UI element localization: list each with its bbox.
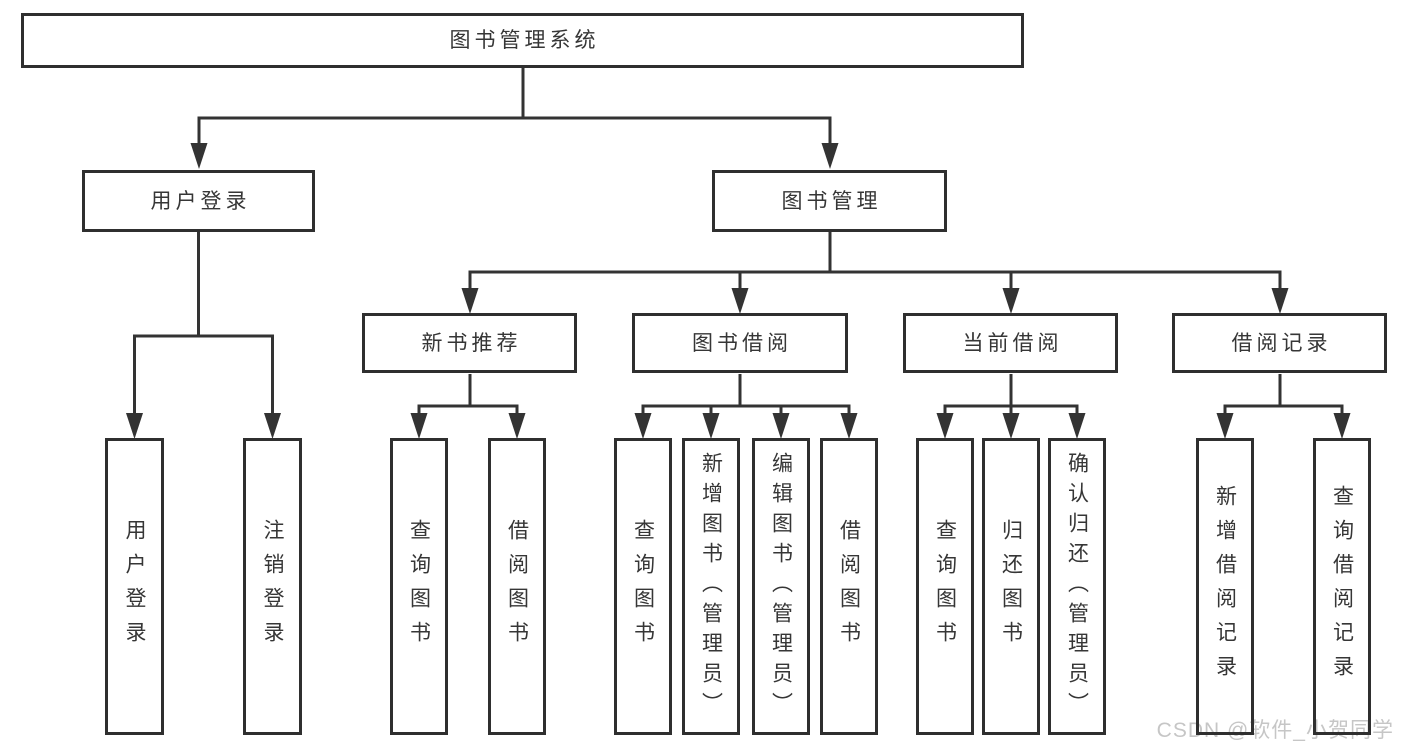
node-borrow-records: 借阅记录 — [1172, 313, 1387, 373]
leaf-rec-borrow-books: 借阅图书 — [488, 438, 546, 735]
leaf-borrow-query-books: 查询图书 — [614, 438, 672, 735]
leaf-borrow-query-books-label: 查询图书 — [631, 518, 655, 655]
leaf-add-book-admin-label: 新增图书（管理员） — [699, 451, 723, 722]
leaf-rec-query-books-label: 查询图书 — [407, 518, 431, 655]
leaf-user-login-label: 用户登录 — [123, 518, 146, 655]
node-book-mgmt-branch: 图书管理 — [712, 170, 947, 232]
leaf-add-borrow-record: 新增借阅记录 — [1196, 438, 1254, 735]
node-book-mgmt-branch-label: 图书管理 — [781, 189, 882, 213]
leaf-rec-borrow-books-label: 借阅图书 — [505, 518, 529, 655]
leaf-current-query-books-label: 查询图书 — [933, 518, 957, 655]
leaf-return-books: 归还图书 — [982, 438, 1040, 735]
node-book-borrow: 图书借阅 — [632, 313, 848, 373]
node-root-label: 图书管理系统 — [449, 29, 600, 52]
leaf-confirm-return-admin: 确认归还（管理员） — [1048, 438, 1106, 735]
node-current-borrow: 当前借阅 — [903, 313, 1118, 373]
leaf-rec-query-books: 查询图书 — [390, 438, 448, 735]
node-new-book-recommend-label: 新书推荐 — [421, 331, 522, 355]
leaf-logout-label: 注销登录 — [261, 518, 284, 655]
leaf-borrow-books-label: 借阅图书 — [837, 518, 861, 655]
leaf-user-login: 用户登录 — [105, 438, 164, 735]
node-current-borrow-label: 当前借阅 — [962, 331, 1063, 355]
node-book-borrow-label: 图书借阅 — [692, 331, 792, 355]
leaf-logout: 注销登录 — [243, 438, 302, 735]
csdn-watermark: CSDN @软件_小贺同学 — [1156, 719, 1394, 742]
node-root: 图书管理系统 — [21, 13, 1024, 68]
leaf-edit-book-admin-label: 编辑图书（管理员） — [769, 451, 793, 722]
leaf-borrow-books: 借阅图书 — [820, 438, 878, 735]
leaf-add-borrow-record-label: 新增借阅记录 — [1213, 484, 1237, 689]
leaf-query-borrow-record: 查询借阅记录 — [1313, 438, 1371, 735]
leaf-return-books-label: 归还图书 — [999, 518, 1023, 655]
leaf-current-query-books: 查询图书 — [916, 438, 974, 735]
node-borrow-records-label: 借阅记录 — [1231, 331, 1332, 355]
node-user-login-branch: 用户登录 — [82, 170, 315, 232]
node-user-login-branch-label: 用户登录 — [150, 189, 251, 213]
node-new-book-recommend: 新书推荐 — [362, 313, 577, 373]
leaf-add-book-admin: 新增图书（管理员） — [682, 438, 740, 735]
leaf-confirm-return-admin-label: 确认归还（管理员） — [1065, 451, 1089, 722]
leaf-edit-book-admin: 编辑图书（管理员） — [752, 438, 810, 735]
leaf-query-borrow-record-label: 查询借阅记录 — [1330, 484, 1354, 689]
